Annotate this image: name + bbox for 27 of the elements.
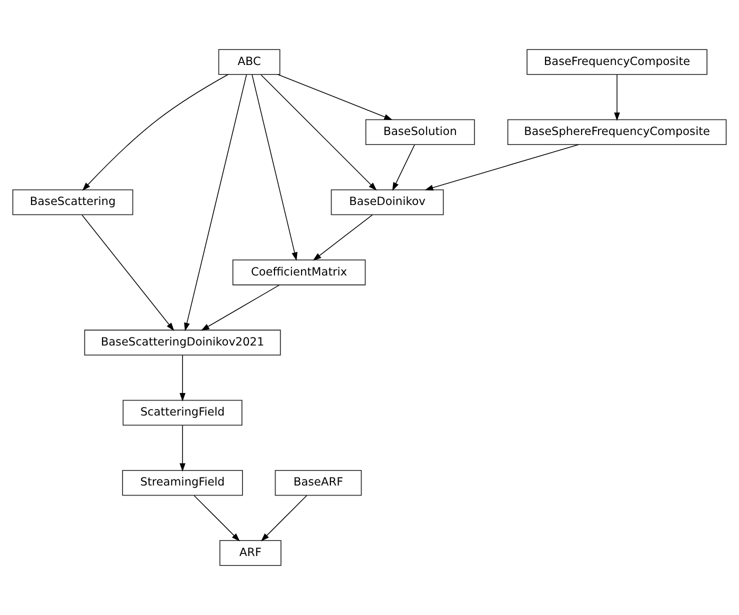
node-box: ABC — [218, 49, 280, 75]
node-box: BaseScatteringDoinikov2021 — [84, 330, 281, 356]
node-box: ScatteringField — [122, 400, 242, 426]
arrow — [424, 144, 579, 191]
arrow — [392, 144, 415, 191]
node-box: BaseDoinikov — [330, 189, 444, 216]
arrow — [180, 354, 186, 402]
arrow — [260, 74, 377, 191]
arrow — [260, 495, 308, 542]
arrow — [252, 74, 298, 261]
arrow — [614, 74, 620, 121]
node-box: BaseSolution — [365, 119, 475, 146]
arrow — [82, 214, 174, 332]
arrow — [194, 495, 240, 542]
node-box: BaseFrequencyComposite — [526, 49, 708, 75]
arrow — [277, 74, 393, 120]
arrow — [180, 424, 186, 472]
node-box: StreamingField — [122, 470, 243, 496]
node-box: BaseSphereFrequencyComposite — [507, 119, 727, 146]
node-box: ARF — [219, 540, 282, 566]
node-box: CoefficientMatrix — [232, 260, 366, 286]
arrow — [312, 214, 373, 261]
arrow — [184, 74, 247, 332]
node-box: BaseScattering — [12, 189, 134, 216]
arrow — [200, 284, 280, 331]
node-box: BaseARF — [274, 470, 362, 496]
arrow — [82, 74, 228, 191]
